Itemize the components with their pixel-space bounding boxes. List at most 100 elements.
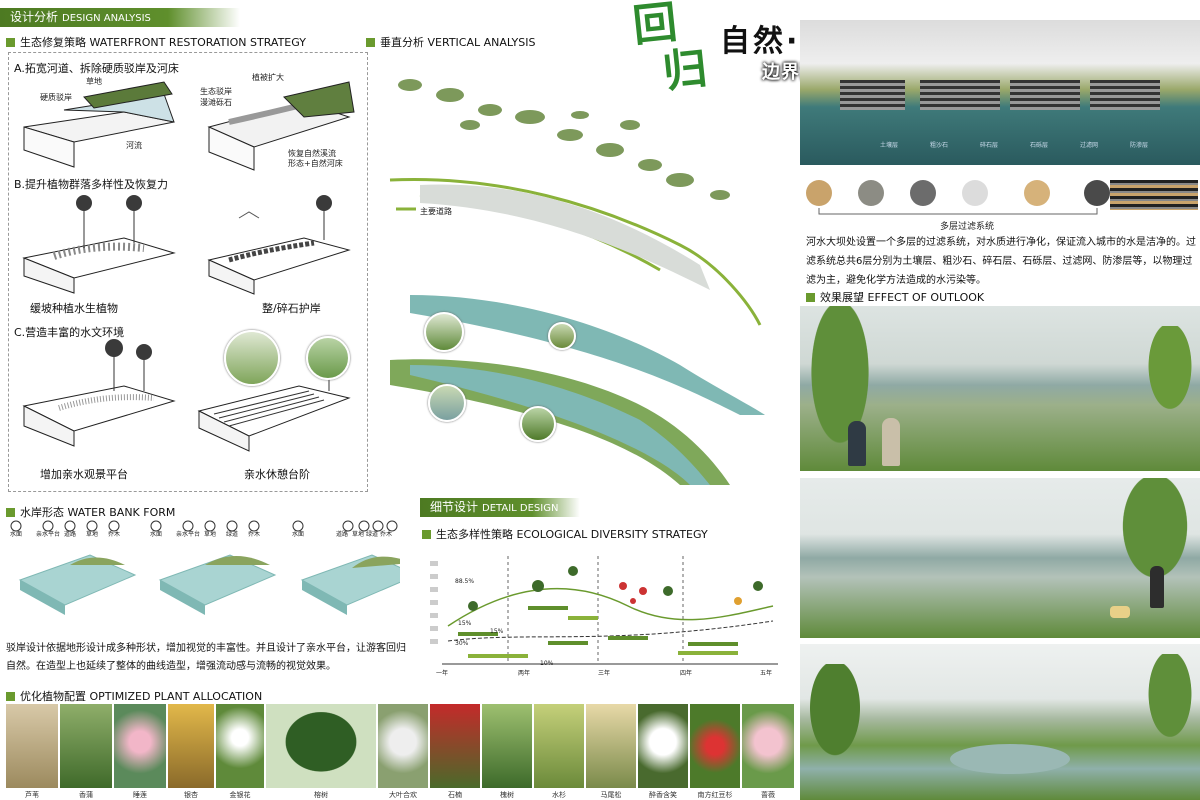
wb3-icon-tree: 乔木 bbox=[380, 531, 393, 538]
plant-name-0: 芦苇 bbox=[25, 791, 39, 799]
rendering-1-tree-right bbox=[1140, 326, 1200, 426]
caption-c2: 亲水休憩台阶 bbox=[244, 468, 310, 481]
restoration-box bbox=[8, 52, 368, 492]
wb3-icon-road: 道路 bbox=[336, 531, 349, 538]
rendering-1-person-2 bbox=[882, 418, 900, 466]
wb1-icon-tree: 乔木 bbox=[108, 531, 121, 538]
section-label-2: 碎石层 bbox=[980, 142, 999, 149]
plant-name-1: 香蒲 bbox=[79, 791, 93, 799]
eco-diversity-chart bbox=[430, 556, 778, 665]
plant-photo-7 bbox=[430, 704, 480, 788]
material-swatch-1 bbox=[858, 180, 884, 206]
outlook-heading: 效果展望 EFFECT OF OUTLOOK bbox=[806, 289, 984, 305]
material-swatch-4 bbox=[1024, 180, 1050, 206]
rendering-1-tree-left bbox=[800, 306, 880, 471]
rendering-3-tree-left bbox=[800, 664, 870, 774]
caption-c1: 增加亲水观景平台 bbox=[40, 468, 128, 481]
plant-photo-10 bbox=[586, 704, 636, 788]
filter-text: 河水大坝处设置一个多层的过滤系统，对水质进行净化，保证流入城市的水是洁净的。过滤… bbox=[806, 237, 1196, 286]
label-hard-bank: 硬质驳岸 bbox=[40, 93, 72, 102]
label-natural-bed: 形态+自然河床 bbox=[288, 159, 343, 168]
wb2-icon-grass: 草地 bbox=[204, 531, 217, 538]
plant-name-2: 睡莲 bbox=[133, 791, 147, 799]
road-legend-line bbox=[396, 207, 416, 211]
chart-year-4: 四年 bbox=[680, 670, 693, 677]
wb3-icon-greenway: 绿道 bbox=[366, 531, 379, 538]
chart-year-3: 三年 bbox=[598, 670, 611, 677]
detail-circle-3 bbox=[428, 384, 466, 422]
plant-photo-3 bbox=[168, 704, 214, 788]
material-swatch-3 bbox=[962, 180, 988, 206]
rendering-2-person bbox=[1150, 566, 1164, 608]
strategy-c-title: C.营造丰富的水文环境 bbox=[14, 326, 125, 339]
caption-b1: 缓坡种植水生植物 bbox=[30, 302, 118, 315]
plant-name-4: 金银花 bbox=[229, 791, 251, 799]
plant-photo-4 bbox=[216, 704, 264, 788]
rendering-1 bbox=[800, 306, 1200, 471]
material-swatch-2 bbox=[910, 180, 936, 206]
plant-gallery: 芦苇 香蒲 睡莲 银杏 金银花 榕树 大叶合欢 石楠 槐树 水杉 马尾松 醉香含… bbox=[6, 704, 796, 800]
filter-block-3 bbox=[1010, 80, 1080, 110]
detail-circle-2 bbox=[548, 322, 576, 350]
restoration-heading: 生态修复策略 WATERFRONT RESTORATION STRATEGY bbox=[6, 34, 306, 50]
wb2-icon-tree: 乔木 bbox=[248, 531, 261, 538]
section-label-3: 石砾层 bbox=[1030, 142, 1049, 149]
plant-photo-12 bbox=[690, 704, 740, 788]
filter-block-1 bbox=[840, 80, 905, 110]
section-label-4: 过滤网 bbox=[1080, 142, 1099, 149]
detail-banner-cn: 细节设计 bbox=[430, 500, 479, 514]
wb1-icon-water: 水面 bbox=[10, 531, 23, 538]
chart-year-5: 五年 bbox=[760, 670, 773, 677]
section-label-1: 粗沙石 bbox=[930, 142, 949, 149]
plant-photo-2 bbox=[114, 704, 166, 788]
detail-banner-en: DETAIL DESIGN bbox=[482, 503, 559, 514]
rendering-3 bbox=[800, 644, 1200, 800]
wb3-icon-water: 水面 bbox=[292, 531, 305, 538]
plant-name-13: 蔷薇 bbox=[761, 791, 775, 799]
section-label-5: 防渗层 bbox=[1130, 142, 1149, 149]
chart-pct-1: 15% bbox=[458, 620, 472, 627]
chart-year-1: 一年 bbox=[436, 670, 449, 677]
strategy-c-diagram bbox=[22, 339, 351, 452]
detail-circle-1 bbox=[424, 312, 464, 352]
banner-en: DESIGN ANALYSIS bbox=[62, 13, 151, 24]
filter-layers-block bbox=[1110, 180, 1198, 210]
plant-name-9: 水杉 bbox=[552, 791, 566, 799]
title-char-gui: 归 bbox=[660, 42, 710, 99]
filter-caption: 多层过滤系统 bbox=[940, 222, 995, 232]
chart-pct-2: 15% bbox=[490, 628, 504, 635]
vertical-heading: 垂直分析 VERTICAL ANALYSIS bbox=[366, 34, 535, 50]
detail-circle-trees bbox=[224, 330, 280, 386]
filter-block-4 bbox=[1090, 80, 1160, 110]
wb2-icon-platform: 亲水平台 bbox=[176, 531, 201, 538]
chart-pct-4: 10% bbox=[540, 660, 554, 667]
strategy-a-title: A.拓宽河道、拆除硬质驳岸及河床 bbox=[14, 62, 179, 75]
plant-name-5: 榕树 bbox=[314, 791, 328, 799]
label-eco-bank: 生态驳岸 bbox=[200, 87, 232, 96]
plant-photo-8 bbox=[482, 704, 532, 788]
rendering-2 bbox=[800, 478, 1200, 638]
filter-block-2 bbox=[920, 80, 1000, 110]
label-natural-stream: 恢复自然溪流 bbox=[288, 149, 336, 158]
wb1-icon-road: 道路 bbox=[64, 531, 77, 538]
vertical-analysis-layers bbox=[389, 79, 765, 485]
plant-name-6: 大叶合欢 bbox=[389, 791, 417, 799]
section-label-0: 土壤层 bbox=[880, 142, 899, 149]
label-gravel: 漫滩砾石 bbox=[200, 98, 232, 107]
strategy-b-diagram bbox=[22, 195, 351, 295]
dam-section-illustration: 土壤层 粗沙石 碎石层 石砾层 过滤网 防渗层 bbox=[800, 20, 1200, 165]
plant-name-11: 醉香含笑 bbox=[649, 791, 677, 799]
caption-b2: 整/碎石护岸 bbox=[262, 302, 321, 315]
filter-bracket bbox=[818, 208, 1098, 215]
plant-name-7: 石楠 bbox=[448, 791, 462, 799]
plant-name-12: 南方红豆杉 bbox=[697, 791, 733, 799]
plant-photo-13 bbox=[742, 704, 794, 788]
rendering-2-dog bbox=[1110, 606, 1130, 618]
wb1-icon-grass: 草地 bbox=[86, 531, 99, 538]
material-swatch-5 bbox=[1084, 180, 1110, 206]
waterbank-diagrams bbox=[10, 520, 400, 615]
chart-year-2: 两年 bbox=[518, 670, 531, 677]
plant-photo-0 bbox=[6, 704, 58, 788]
